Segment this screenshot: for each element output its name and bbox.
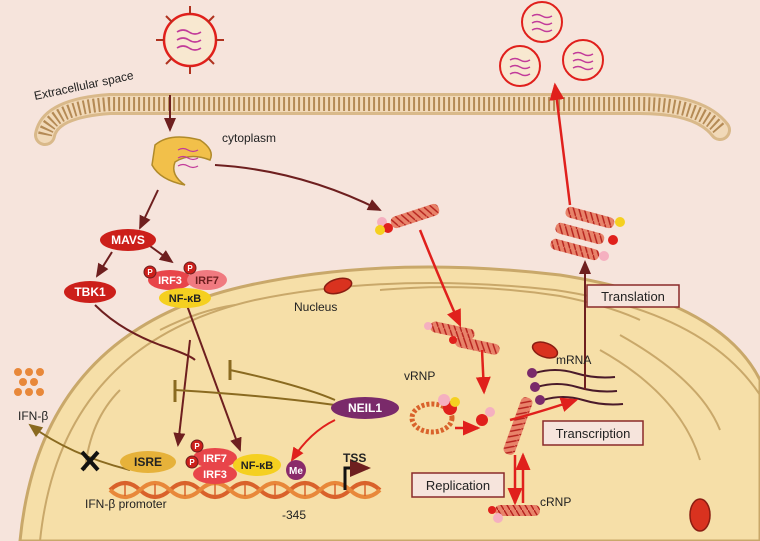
cell-membrane <box>34 93 731 146</box>
cytoplasm-label: cytoplasm <box>222 131 276 145</box>
svg-text:IRF7: IRF7 <box>203 453 227 465</box>
svg-text:P: P <box>147 268 153 277</box>
vrnp-helices-nucleus <box>424 321 500 355</box>
translation-box: Translation <box>586 284 680 308</box>
methyl-mark: Me <box>286 460 306 480</box>
svg-text:P: P <box>194 442 200 451</box>
vrnp-coil <box>409 394 460 435</box>
neil1-protein: NEIL1 <box>331 397 399 419</box>
ifn-beta-promoter-label: IFN-β promoter <box>85 497 167 511</box>
mavs-protein: MAVS <box>100 229 156 251</box>
replication-helix <box>476 397 540 523</box>
dna-helix <box>108 481 382 499</box>
position-label: -345 <box>282 508 306 522</box>
tss-label: TSS <box>343 451 366 465</box>
nuclear-pore <box>531 341 559 359</box>
blocked-mark-icon <box>80 450 100 472</box>
svg-text:IRF7: IRF7 <box>195 275 219 287</box>
svg-text:NF-κB: NF-κB <box>169 293 201 305</box>
transcription-box: Transcription <box>542 420 644 446</box>
svg-text:NF-κB: NF-κB <box>241 460 273 472</box>
svg-text:MAVS: MAVS <box>111 233 145 247</box>
vrnp-label: vRNP <box>404 369 435 383</box>
mrna-strands <box>527 368 624 406</box>
vrnp-helix-cytoplasm <box>375 203 440 235</box>
signaling-arrows <box>28 82 591 506</box>
tss-arrow <box>343 459 371 490</box>
crnp-label: cRNP <box>540 495 571 509</box>
endosome <box>151 136 212 186</box>
ifn-beta-molecules <box>14 368 44 396</box>
nuclear-pore <box>323 277 353 295</box>
irf-complex-nucleus: IRF7 IRF3 NF-κB P P <box>185 439 281 484</box>
svg-text:TBK1: TBK1 <box>74 285 106 299</box>
mrna-helices-cytoplasm <box>550 206 625 261</box>
progeny-viruses <box>499 1 604 87</box>
svg-text:P: P <box>187 264 193 273</box>
svg-text:Replication: Replication <box>426 478 490 493</box>
nucleus-label: Nucleus <box>294 300 337 314</box>
mrna-label: mRNA <box>556 353 591 367</box>
svg-text:NEIL1: NEIL1 <box>348 401 382 415</box>
svg-text:Transcription: Transcription <box>556 426 631 441</box>
tbk1-protein: TBK1 <box>64 281 116 303</box>
svg-text:Translation: Translation <box>601 289 665 304</box>
svg-text:IRF3: IRF3 <box>203 469 227 481</box>
isre-element: ISRE <box>120 451 176 473</box>
svg-text:P: P <box>189 458 195 467</box>
replication-box: Replication <box>411 472 505 498</box>
svg-text:ISRE: ISRE <box>134 455 162 469</box>
ifn-beta-label: IFN-β <box>18 409 48 423</box>
nuclear-pore <box>689 498 711 532</box>
virus-particle <box>156 6 224 74</box>
irf-complex-cytoplasm: IRF3 IRF7 NF-κB P P <box>143 261 227 308</box>
svg-text:Me: Me <box>289 466 303 477</box>
svg-text:IRF3: IRF3 <box>158 275 182 287</box>
